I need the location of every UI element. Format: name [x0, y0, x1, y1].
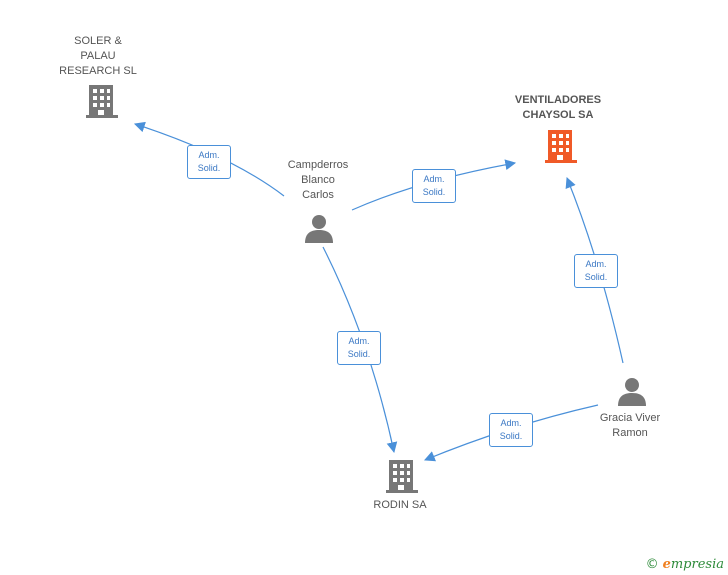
- node-label-soler[interactable]: SOLER & PALAU RESEARCH SL: [59, 35, 137, 77]
- person-icon[interactable]: [618, 378, 646, 406]
- edge-role-label: Adm.: [423, 174, 445, 184]
- node-label-gracia[interactable]: Gracia Viver Ramon: [599, 412, 661, 439]
- edge-role-label: Adm.: [500, 418, 522, 428]
- brand-initial: e: [662, 557, 671, 572]
- edge-role-label: Solid.: [422, 187, 446, 197]
- edge-label-campderros-rodin[interactable]: Adm. Solid.: [337, 331, 381, 365]
- building-icon[interactable]: [386, 460, 418, 493]
- edge-role-label: Adm.: [585, 259, 607, 269]
- building-icon[interactable]: [86, 85, 118, 118]
- edge-label-campderros-ventiladores[interactable]: Adm. Solid.: [412, 169, 456, 203]
- edge-role-label: Solid.: [197, 163, 221, 173]
- node-label-rodin[interactable]: RODIN SA: [373, 499, 427, 511]
- edge-role-label: Adm.: [198, 150, 220, 160]
- edge-label-gracia-rodin[interactable]: Adm. Solid.: [489, 413, 533, 447]
- person-icon[interactable]: [305, 215, 333, 243]
- brand-name: mpresia: [670, 557, 724, 572]
- edge-label-campderros-soler[interactable]: Adm. Solid.: [187, 145, 231, 179]
- edge-label-gracia-ventiladores[interactable]: Adm. Solid.: [574, 254, 618, 288]
- node-label-campderros[interactable]: Campderros Blanco Carlos: [287, 159, 349, 201]
- edge-role-label: Adm.: [348, 336, 370, 346]
- edge-role-label: Solid.: [584, 272, 608, 282]
- node-label-ventiladores[interactable]: VENTILADORES CHAYSOL SA: [514, 94, 602, 121]
- edge-role-label: Solid.: [347, 349, 371, 359]
- copyright-icon: ©: [645, 557, 659, 572]
- brand-watermark: ©empresia: [646, 557, 724, 572]
- building-icon[interactable]: [545, 130, 577, 163]
- edge-role-label: Solid.: [499, 431, 523, 441]
